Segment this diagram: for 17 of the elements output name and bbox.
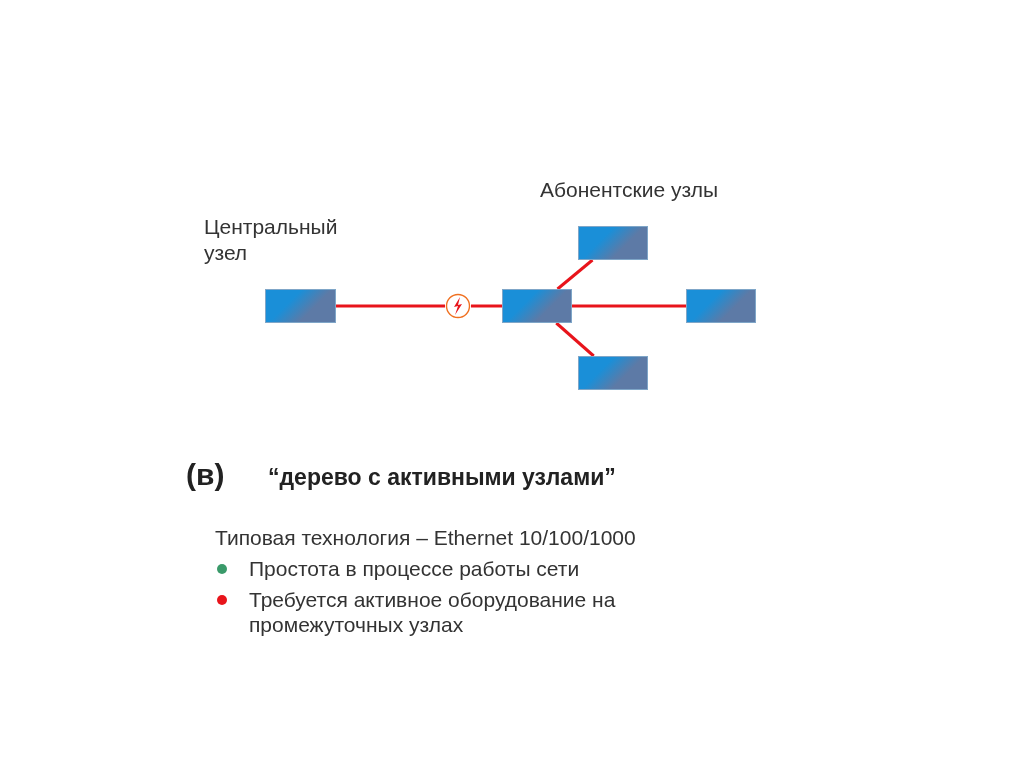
connection-line [572, 304, 686, 308]
group-label: Абонентские узлы [540, 178, 719, 202]
network-node-box [578, 226, 648, 260]
connection-line [471, 304, 502, 308]
network-node-box [578, 356, 648, 390]
connection-line [336, 304, 445, 308]
node-heading: Центральный узел [204, 214, 339, 266]
connection-line [556, 258, 594, 291]
network-node-box [502, 289, 572, 323]
note-text: Типовая технология – Ethernet 10/100/1000 [215, 526, 636, 550]
bullet-text: Простота в процессе работы сети [249, 556, 581, 581]
network-node-box [686, 289, 756, 323]
bullet-text: Требуется активное оборудование на промежуточных узлах [249, 587, 617, 637]
surge-junction-icon [445, 293, 471, 319]
figure-letter: (в) [186, 458, 225, 492]
scheme-name-text: “дерево с активными узлами” [268, 464, 616, 491]
connection-line [555, 321, 595, 358]
